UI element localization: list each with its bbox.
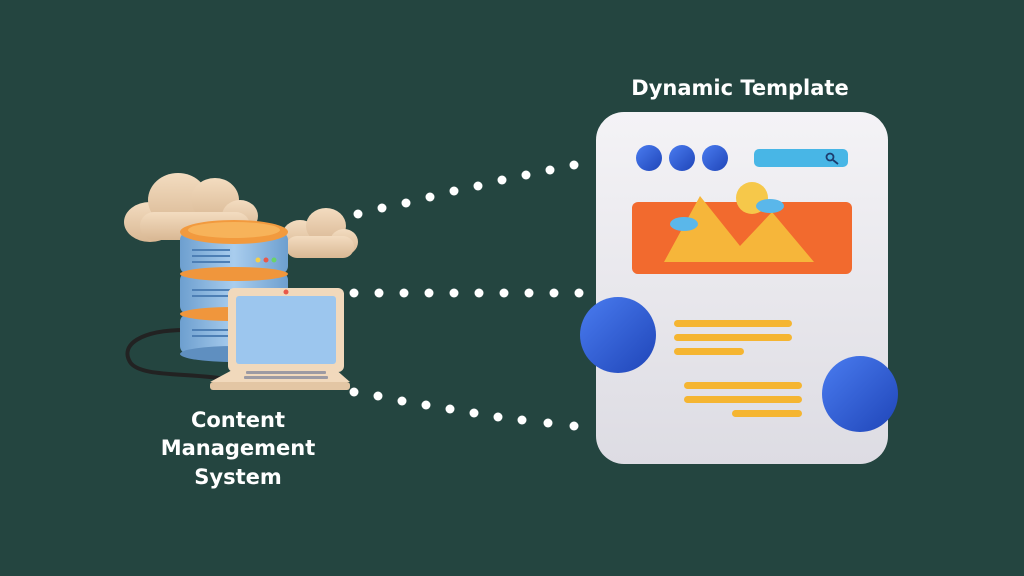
cms-label: Content Management System: [148, 406, 328, 491]
text-lines-top: [674, 320, 792, 355]
connector-middle: [349, 288, 584, 298]
laptop-icon: [210, 288, 350, 390]
connector-bottom: [349, 387, 579, 431]
blue-circle-left-icon: [580, 297, 656, 373]
text-lines-bottom: [684, 382, 802, 417]
connector-top: [353, 160, 579, 219]
template-title: Dynamic Template: [631, 76, 849, 100]
cms-label-line3: System: [194, 464, 282, 489]
search-bar-icon: [754, 149, 848, 167]
cms-label-line2: Management: [160, 436, 316, 461]
blue-circle-right-icon: [822, 356, 898, 432]
cloud-right-icon: [282, 208, 358, 258]
cms-label-line1: Content: [190, 408, 286, 432]
window-dots-icon: [636, 145, 728, 171]
image-placeholder-icon: [632, 182, 852, 274]
template-card: [596, 112, 888, 464]
